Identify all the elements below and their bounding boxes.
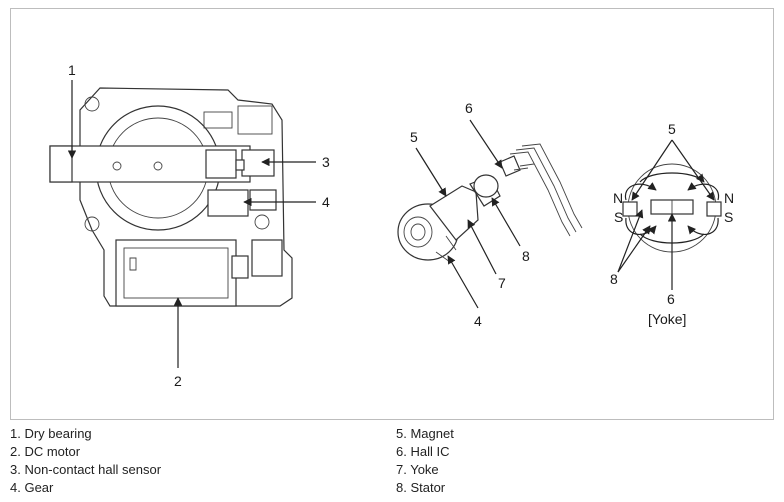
legend-left: 1. Dry bearing 2. DC motor 3. Non-contac… <box>10 425 161 497</box>
motor-gear-illustration <box>397 143 583 263</box>
legend-item-yoke: 7. Yoke <box>396 462 439 477</box>
legend-item-dry-bearing: 1. Dry bearing <box>10 426 92 441</box>
callout-motor-4: 4 <box>474 313 482 329</box>
throttle-callouts: 1 2 3 4 <box>67 62 330 389</box>
callout-1: 1 <box>68 62 76 78</box>
pole-s-right: S <box>724 209 733 225</box>
motor-callouts: 4 5 6 7 8 <box>410 100 530 329</box>
pole-s-left: S <box>614 209 623 225</box>
magnet-right <box>706 201 722 217</box>
pole-n-right: N <box>724 190 734 206</box>
legend-item-gear: 4. Gear <box>10 480 54 495</box>
callout-motor-5: 5 <box>410 129 418 145</box>
legend-item-magnet: 5. Magnet <box>396 426 454 441</box>
callout-motor-8: 8 <box>522 248 530 264</box>
legend-item-stator: 8. Stator <box>396 480 446 495</box>
callout-schematic-8: 8 <box>610 271 618 287</box>
callout-schematic-5: 5 <box>668 121 676 137</box>
magnet <box>429 185 479 241</box>
callout-motor-7: 7 <box>498 275 506 291</box>
legend-item-dc-motor: 2. DC motor <box>10 444 81 459</box>
magnet-left <box>622 201 638 217</box>
throttle-body-illustration <box>49 87 293 307</box>
diagram-canvas: 1 2 3 4 4 5 6 7 8 <box>49 62 734 389</box>
callout-3: 3 <box>322 154 330 170</box>
callout-motor-6: 6 <box>465 100 473 116</box>
pole-n-left: N <box>613 190 623 206</box>
legend-item-hall-ic: 6. Hall IC <box>396 444 450 459</box>
callout-schematic-6: 6 <box>667 291 675 307</box>
legend-right: 5. Magnet 6. Hall IC 7. Yoke 8. Stator <box>396 425 454 497</box>
callout-4: 4 <box>322 194 330 210</box>
hall-ic <box>499 155 521 177</box>
dc-motor-housing <box>115 239 237 307</box>
callout-2: 2 <box>174 373 182 389</box>
legend-item-hall-sensor: 3. Non-contact hall sensor <box>10 462 162 477</box>
callout-yoke-label: [Yoke] <box>648 311 686 327</box>
yoke <box>473 174 499 198</box>
schematic-callouts: 5 8 6 [Yoke] <box>610 121 715 327</box>
